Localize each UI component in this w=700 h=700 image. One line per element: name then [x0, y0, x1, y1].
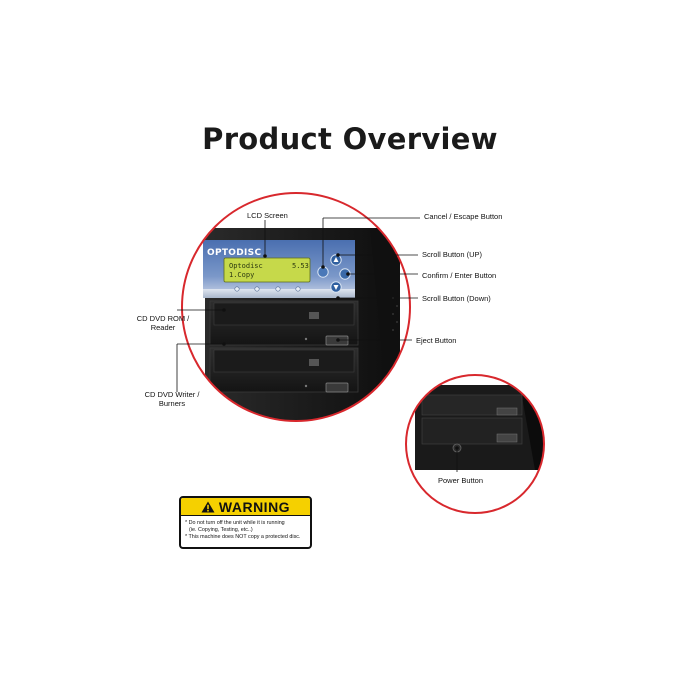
label-eject: Eject Button [416, 336, 457, 345]
lcd-line1-left: Optodisc [229, 262, 263, 270]
label-lcd-screen: LCD Screen [247, 211, 288, 220]
lcd-line1-right: 5.53 [292, 262, 309, 270]
magnifier-circle-small [405, 374, 545, 514]
warning-triangle-icon [201, 501, 215, 512]
label-cancel-escape: Cancel / Escape Button [424, 212, 503, 221]
warning-heading: WARNING [218, 498, 291, 515]
magnifier-circle [181, 192, 411, 422]
label-confirm-enter: Confirm / Enter Button [422, 271, 497, 280]
page-title: Product Overview [202, 122, 498, 156]
label-scroll-up: Scroll Button (UP) [422, 250, 483, 259]
warning-line-2: (ie. Copying, Testing, etc..) [189, 527, 253, 533]
lcd-line2: 1.Copy [229, 271, 255, 279]
label-writer: CD DVD Writer / Burners [140, 390, 204, 408]
label-reader: CD DVD ROM / Reader [133, 314, 193, 332]
warning-header: WARNING [181, 498, 310, 516]
warning-line-1: * Do not turn off the unit while it is r… [185, 520, 285, 526]
brand-logo: OPTODISC [207, 248, 262, 258]
lcd-screen [223, 257, 311, 283]
label-scroll-down: Scroll Button (Down) [422, 294, 491, 303]
label-power: Power Button [438, 476, 484, 485]
label-writer-line2: Burners [158, 399, 186, 408]
label-reader-line1: CD DVD ROM / [136, 314, 190, 323]
label-writer-line1: CD DVD Writer / [144, 390, 200, 399]
warning-label: WARNING * Do not turn off the unit while… [179, 496, 312, 549]
label-reader-line2: Reader [150, 323, 176, 332]
warning-line-3: * This machine does NOT copy a protected… [185, 534, 301, 540]
